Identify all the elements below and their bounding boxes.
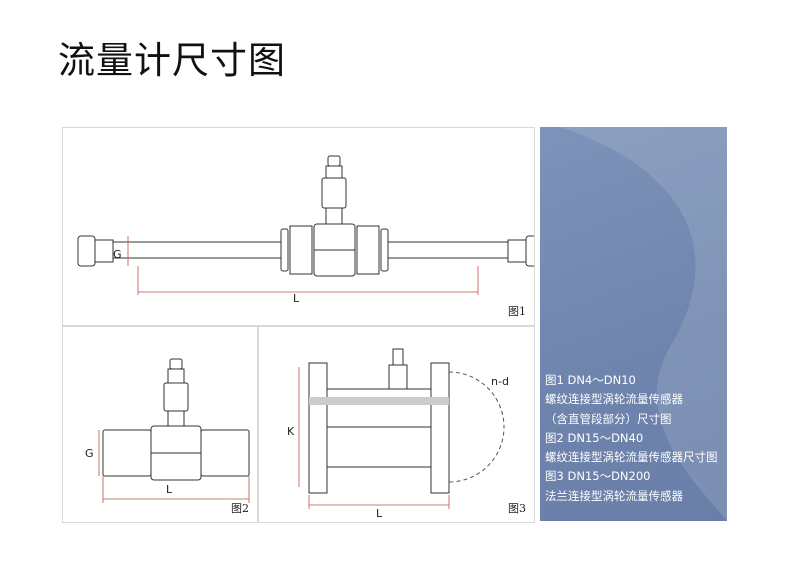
description-line: 螺纹连接型涡轮流量传感器尺寸图: [545, 450, 718, 465]
description-line: 图2 DN15～DN40: [545, 430, 644, 445]
figure-3-caption: 图3: [508, 502, 526, 515]
l-dimension-label: L: [376, 507, 383, 520]
figure-2-drawing: G L: [85, 358, 250, 503]
figure-1-caption: 图1: [508, 305, 526, 318]
l-dimension-label: L: [293, 292, 300, 305]
figure-1-panel: G L 图1: [62, 127, 535, 326]
description-line: 图1 DN4～DN10: [545, 373, 636, 387]
decorative-swoosh: [560, 127, 727, 521]
k-dimension-label: K: [287, 425, 295, 438]
figure-3-panel: K L n-d 图3: [258, 326, 535, 523]
g-dimension-label: G: [85, 447, 94, 460]
figure-1-drawing: G L: [77, 155, 534, 305]
description-line: 图3 DN15～DN200: [545, 469, 651, 484]
figure-2-caption: 图2: [231, 502, 249, 515]
description-line: 法兰连接型涡轮流量传感器: [545, 488, 683, 503]
description-panel: 图1 DN4～DN10 螺纹连接型涡轮流量传感器 （含直管段部分）尺寸图 图2 …: [540, 127, 727, 521]
description-text: 图1 DN4～DN10 螺纹连接型涡轮流量传感器 （含直管段部分）尺寸图 图2 …: [545, 371, 718, 506]
g-dimension-label: G: [113, 248, 122, 261]
description-line: 螺纹连接型涡轮流量传感器: [545, 392, 683, 407]
page-title: 流量计尺寸图: [58, 39, 286, 82]
l-dimension-label: L: [166, 483, 173, 496]
figure-2-panel: G L 图2: [62, 326, 258, 523]
n-d-label: n-d: [491, 375, 509, 388]
figure-3-drawing: K L n-d: [287, 348, 509, 520]
description-line: （含直管段部分）尺寸图: [545, 411, 672, 426]
